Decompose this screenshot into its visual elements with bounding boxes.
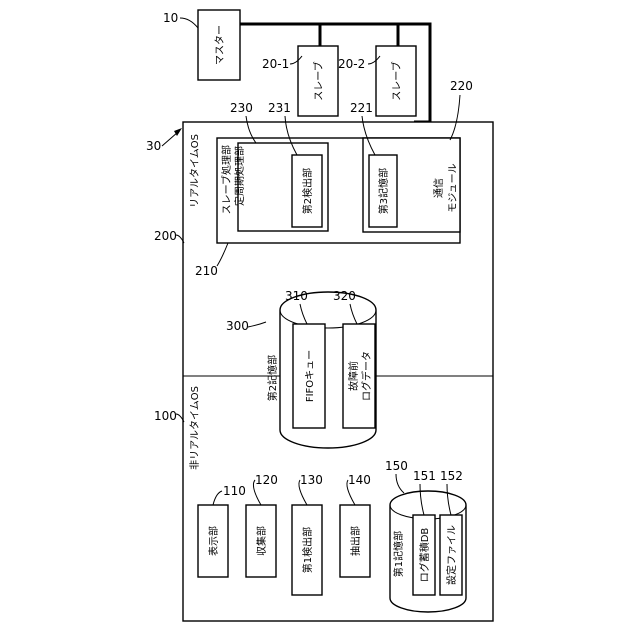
slave-proc-line2: 定周期処理部 [233, 146, 246, 206]
fifo-label: FIFOキュー [305, 350, 316, 402]
ref-20-2: 20-2 [338, 57, 365, 71]
ref-110: 110 [223, 484, 246, 498]
master-label: マスター [214, 25, 226, 65]
leader-10 [180, 18, 198, 28]
comm-line2: モジュール [448, 163, 459, 212]
leader-30 [162, 132, 178, 146]
slave-1-label: スレーブ [312, 61, 325, 100]
ref-130: 130 [300, 473, 323, 487]
ref-10: 10 [163, 11, 178, 25]
ref-200: 200 [154, 229, 177, 243]
collector-label: 収集部 [255, 526, 268, 556]
ref-30: 30 [146, 139, 161, 153]
slave-2-label: スレーブ [390, 61, 403, 100]
ref-151: 151 [413, 469, 436, 483]
ref-221: 221 [350, 101, 373, 115]
ref-231: 231 [268, 101, 291, 115]
ref-210: 210 [195, 264, 218, 278]
detector-1-label: 第1検出部 [301, 527, 314, 573]
rt-os-label: リアルタイムOS [189, 134, 201, 208]
storage-1-label: 第1記憶部 [392, 531, 405, 577]
ref-220: 220 [450, 79, 473, 93]
slave-proc-line1: スレーブ処理部 [220, 145, 233, 214]
extractor-label: 抽出部 [349, 526, 362, 556]
config-file-label: 設定ファイル [445, 525, 458, 585]
comm-line1: 通信 [433, 178, 445, 198]
ref-140: 140 [348, 473, 371, 487]
nrt-os-label: 非リアルタイムOS [189, 386, 201, 470]
storage-2-label: 第2記憶部 [266, 355, 279, 401]
display-label: 表示部 [207, 526, 220, 556]
ref-150: 150 [385, 459, 408, 473]
prefail-line1: 故障前 [347, 361, 360, 391]
ref-100: 100 [154, 409, 177, 423]
detector-2-label: 第2検出部 [301, 168, 314, 214]
storage-3-label: 第3記憶部 [377, 168, 390, 214]
ref-120: 120 [255, 473, 278, 487]
ref-152: 152 [440, 469, 463, 483]
log-db-label: ログ蓄積DB [418, 528, 431, 583]
prefail-line2: ログデータ [360, 351, 373, 401]
ref-20-1: 20-1 [262, 57, 289, 71]
ref-230: 230 [230, 101, 253, 115]
ref-320: 320 [333, 289, 356, 303]
ref-300: 300 [226, 319, 249, 333]
ref-310: 310 [285, 289, 308, 303]
